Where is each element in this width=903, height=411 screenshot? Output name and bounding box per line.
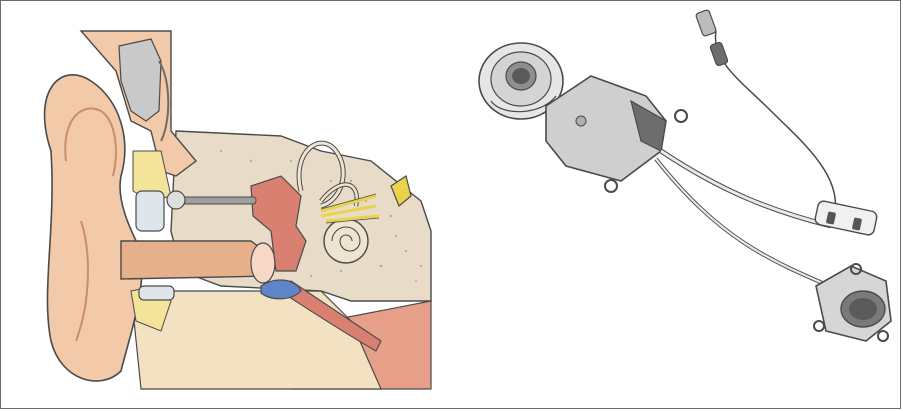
wire-top [715, 31, 835, 226]
cartilage-upper [136, 191, 164, 231]
eardrum [251, 243, 275, 283]
ear-canal [121, 241, 271, 279]
implant-housing [119, 39, 161, 121]
eyelet-right [675, 110, 687, 122]
cochlea [324, 219, 368, 263]
ear-cross-section-illustration [21, 1, 441, 391]
eyelet-bottom [605, 180, 617, 192]
auricle [45, 75, 142, 381]
transducer-head [167, 191, 185, 209]
cartilage-lower [139, 286, 174, 300]
ear-anatomy-icon [21, 1, 441, 391]
lead-lower [656, 159, 841, 291]
implant-device-icon [471, 1, 901, 381]
electrode-array [814, 200, 878, 236]
implant-device-illustration [471, 1, 901, 381]
connector-top [695, 9, 716, 36]
lead-upper [661, 151, 831, 226]
